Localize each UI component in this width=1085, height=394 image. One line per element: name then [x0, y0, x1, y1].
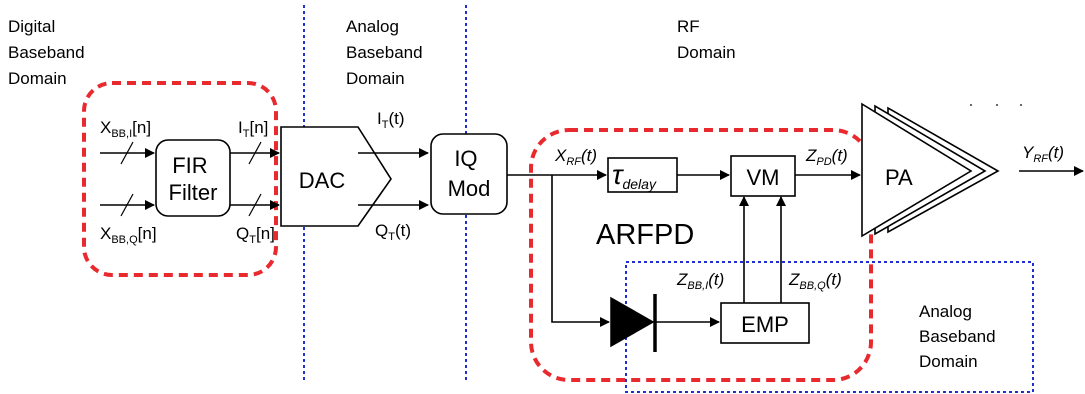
analog-baseband-domain-label: Analog Baseband Domain: [346, 17, 427, 88]
dac-label: DAC: [299, 168, 346, 193]
i-t-n-label: IT[n]: [238, 118, 268, 140]
vm-block: [730, 155, 796, 197]
i-t-t-label: IT(t): [377, 109, 405, 131]
dac-block: [280, 126, 392, 227]
fir-filter-label: FIR Filter: [169, 153, 218, 205]
iq-mod-block: [430, 133, 508, 215]
digital-predistortion-boundary: [82, 81, 278, 277]
emp-label: EMP: [741, 312, 789, 337]
x-rf-label: XRF(t): [554, 146, 597, 168]
detector-branch-wire: [551, 175, 610, 327]
vm-label: VM: [747, 165, 780, 190]
q-t-t-label: QT(t): [375, 221, 411, 243]
q-t-n-label: QT[n]: [236, 224, 275, 246]
analog-baseband-region-label: Analog Baseband Domain: [919, 302, 1000, 371]
delay-label: τdelay: [612, 159, 657, 192]
digital-baseband-domain-label: Digital Baseband Domain: [8, 17, 89, 88]
iq-mod-label: IQ Mod: [448, 146, 491, 201]
x-bb-q-label: XBB,Q[n]: [100, 224, 157, 246]
delay-block: [607, 157, 678, 193]
z-pd-label: ZPD(t): [805, 146, 848, 168]
z-bb-i-label: ZBB,I(t): [676, 270, 724, 292]
z-bb-q-label: ZBB,Q(t): [788, 270, 842, 292]
pa-block: [861, 102, 973, 238]
arfpd-label: ARFPD: [596, 219, 694, 251]
y-rf-label: YRF(t): [1022, 143, 1064, 165]
pa-label: PA: [885, 165, 913, 190]
rf-domain-label: RF Domain: [677, 17, 736, 62]
emp-block: [720, 302, 810, 344]
detector-diode-icon: [610, 296, 655, 348]
arfpd-boundary: [529, 128, 873, 382]
x-bb-i-label: XBB,I[n]: [100, 118, 151, 140]
fir-filter-block: [155, 139, 231, 217]
